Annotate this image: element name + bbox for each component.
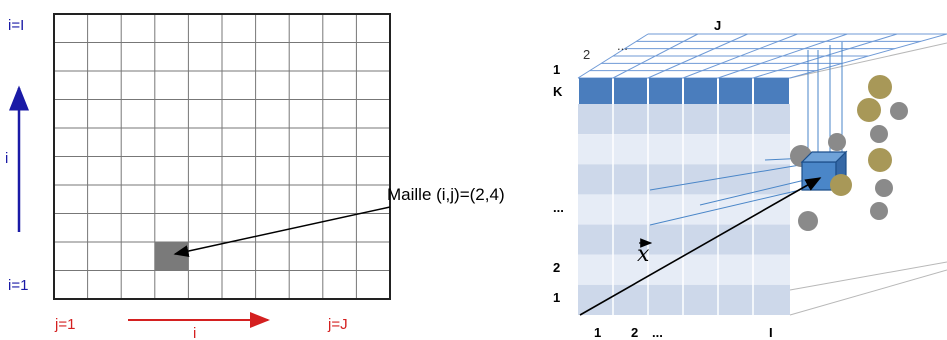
top-label-2: 2 <box>583 47 590 62</box>
front-face-band <box>578 194 790 225</box>
cell-callout-label: Maille (i,j)=(2,4) <box>387 185 505 204</box>
vector-label: x <box>637 242 650 267</box>
top-layer-k <box>579 78 789 104</box>
front-face-band <box>578 134 790 165</box>
particle-grey <box>870 125 888 143</box>
front-face-band <box>578 164 790 195</box>
label-j-right: j=J <box>327 316 348 333</box>
front-face-band <box>578 104 790 135</box>
particle-grey <box>875 179 893 197</box>
particle-grey <box>890 102 908 120</box>
front-face-band <box>578 254 790 285</box>
top-layer-cell <box>684 78 717 104</box>
label-i-axis: i <box>5 150 8 167</box>
top-layer-cell <box>614 78 647 104</box>
top-label-j: J <box>714 18 721 33</box>
bottom-label-2: 2 <box>631 325 638 340</box>
position-vector <box>579 177 822 316</box>
bottom-label-dots: ... <box>652 325 663 340</box>
top-grid <box>577 33 947 79</box>
label-i-bottom: i=1 <box>8 277 28 294</box>
top-label-dots: ... <box>617 38 628 53</box>
particle-grey <box>870 202 888 220</box>
bottom-label-1: 1 <box>594 325 601 340</box>
particle-grey <box>798 211 818 231</box>
left-label-k: K <box>553 84 563 99</box>
top-layer-cell <box>649 78 682 104</box>
particle-olive <box>868 148 892 172</box>
particles <box>790 75 908 231</box>
block-back-edges <box>789 42 947 316</box>
particle-olive <box>868 75 892 99</box>
top-layer-cell <box>719 78 752 104</box>
highlight-cell <box>154 242 189 271</box>
interior-lines <box>649 42 843 226</box>
particle-olive <box>857 98 881 122</box>
label-j-axis: i <box>193 325 196 340</box>
left-label-1: 1 <box>553 62 560 77</box>
bottom-label-i: I <box>769 325 773 340</box>
left-grid-frame <box>53 13 391 300</box>
particle-grey <box>828 133 846 151</box>
left-label-2: 2 <box>553 260 560 275</box>
label-j-left: j=1 <box>54 316 75 333</box>
top-layer-cell <box>579 78 612 104</box>
top-layer-cell <box>754 78 789 104</box>
front-face-band <box>578 284 790 315</box>
left-label-dots: ... <box>553 200 564 215</box>
label-i-top: i=I <box>8 17 24 34</box>
particle-olive <box>830 174 852 196</box>
callout-arrow <box>173 206 391 257</box>
front-face <box>578 104 790 315</box>
left-grid <box>54 14 390 299</box>
front-face-band <box>578 224 790 255</box>
left-label-1b: 1 <box>553 290 560 305</box>
